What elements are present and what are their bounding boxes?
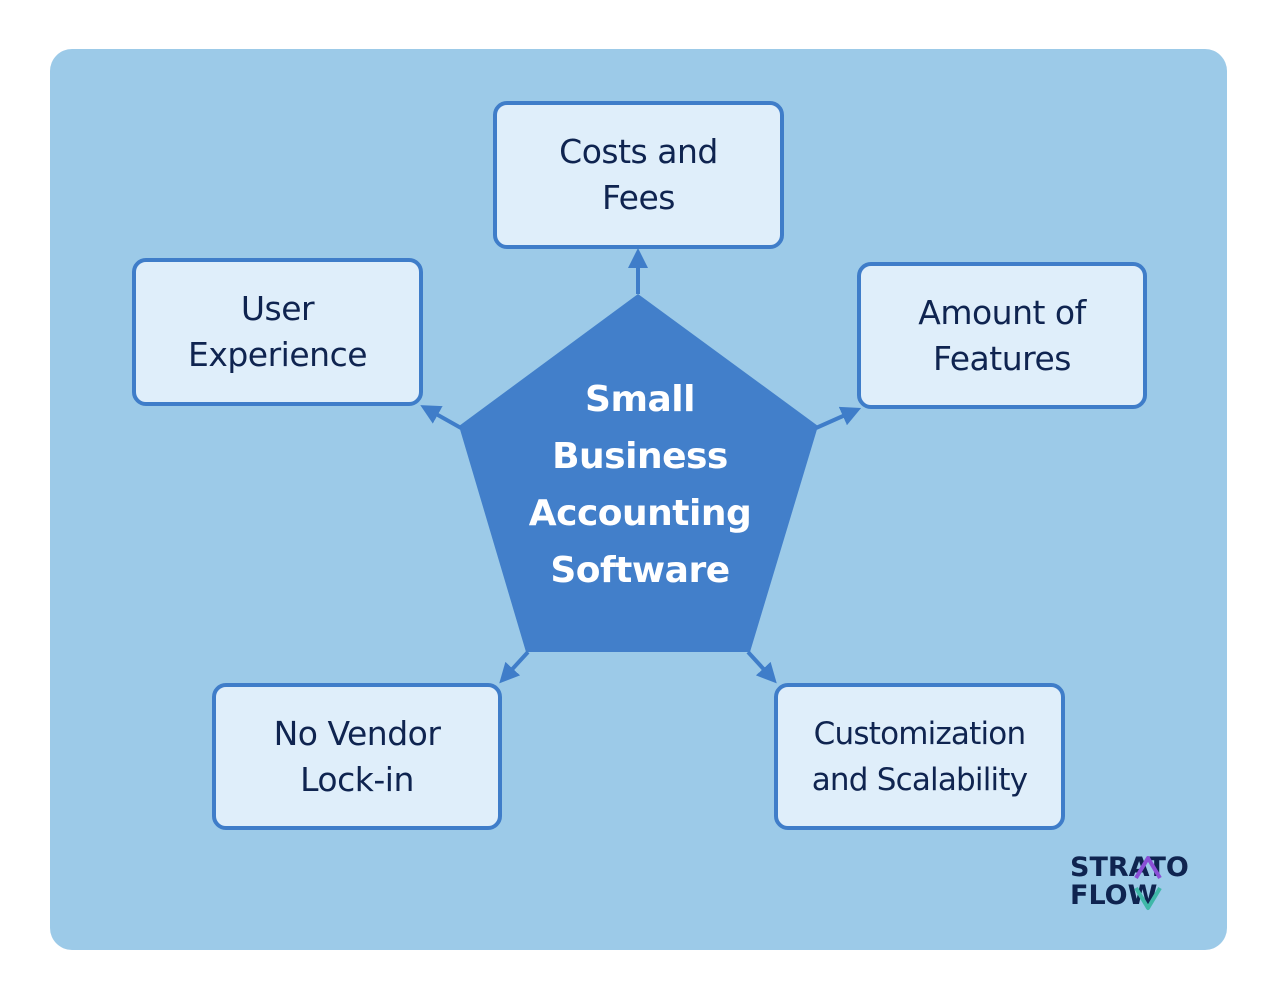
- arrow-to-features: [815, 406, 862, 430]
- node-label: No Vendor Lock-in: [273, 713, 441, 799]
- node-label: Costs and Fees: [559, 132, 718, 217]
- node-label: Amount of Features: [918, 292, 1086, 378]
- logo-line-2: FLOW: [1070, 880, 1158, 911]
- node-amount-of-features: Amount of Features: [857, 262, 1147, 409]
- center-pentagon: [459, 294, 818, 652]
- center-title: Small Business Accounting Software: [500, 370, 780, 600]
- node-user-experience: User Experience: [132, 258, 423, 406]
- node-no-vendor-lock-in: No Vendor Lock-in: [212, 683, 502, 830]
- node-costs-and-fees: Costs and Fees: [493, 101, 784, 249]
- stratoflow-logo: STRATO FLOW: [1070, 854, 1200, 914]
- center-title-line: Business: [552, 436, 728, 477]
- arrow-to-user-experience: [420, 405, 462, 430]
- arrow-to-vendor: [499, 650, 530, 684]
- center-title-line: Accounting: [528, 493, 752, 534]
- logo-line-1: STRATO: [1070, 852, 1189, 883]
- node-customization-and-scalability: Customization and Scalability: [774, 683, 1065, 830]
- logo-accent-icon: [1134, 856, 1162, 910]
- center-title-line: Software: [550, 550, 730, 591]
- arrow-to-scalability: [746, 650, 777, 684]
- node-label: User Experience: [187, 289, 368, 374]
- node-label: Customization and Scalability: [811, 715, 1028, 798]
- center-title-line: Small: [585, 379, 695, 420]
